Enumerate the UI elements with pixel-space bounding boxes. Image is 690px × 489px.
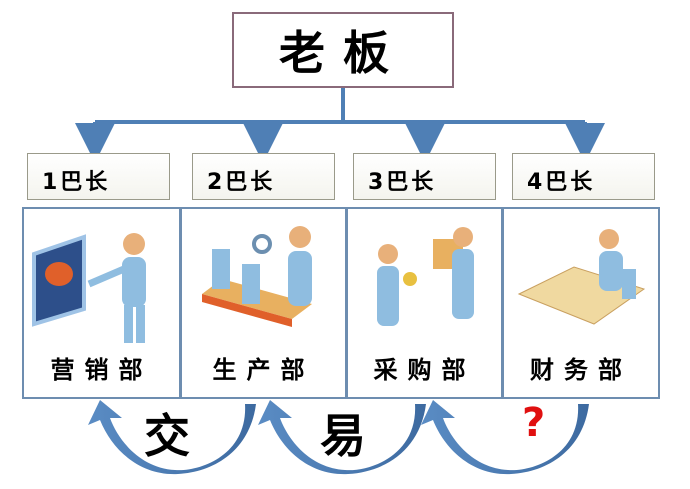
leader-tag-4: 4巴长 bbox=[512, 153, 655, 200]
curved-arrow-2 bbox=[258, 400, 426, 475]
trade-char-1: 交 bbox=[144, 409, 190, 463]
dept-name: 财务部 bbox=[530, 356, 632, 384]
org-lines bbox=[75, 88, 605, 163]
leader-tag-3: 3巴长 bbox=[353, 153, 496, 200]
trade-arrows bbox=[88, 400, 589, 475]
dept-name: 营销部 bbox=[50, 356, 153, 384]
dept-panel-finance: 财务部 bbox=[502, 207, 660, 399]
trade-char-2: 易 bbox=[320, 409, 366, 463]
purchase-icon bbox=[377, 227, 474, 326]
curved-arrow-3 bbox=[421, 400, 589, 475]
finance-desk-icon bbox=[517, 229, 646, 325]
leader-tag-1: 1巴长 bbox=[27, 153, 170, 200]
conveyor-icon bbox=[202, 226, 312, 327]
boss-box: 老板 bbox=[232, 12, 454, 88]
dept-panel-marketing: 营销部 bbox=[22, 207, 181, 399]
question-mark: ? bbox=[522, 400, 546, 446]
curved-arrow-1 bbox=[88, 400, 256, 475]
dept-panel-purchasing: 采购部 bbox=[346, 207, 503, 399]
dept-panel-production: 生产部 bbox=[180, 207, 347, 399]
dept-name: 生产部 bbox=[212, 356, 315, 384]
presentation-icon bbox=[32, 233, 146, 343]
leader-tag-2: 2巴长 bbox=[192, 153, 335, 200]
dept-name: 采购部 bbox=[373, 356, 476, 384]
